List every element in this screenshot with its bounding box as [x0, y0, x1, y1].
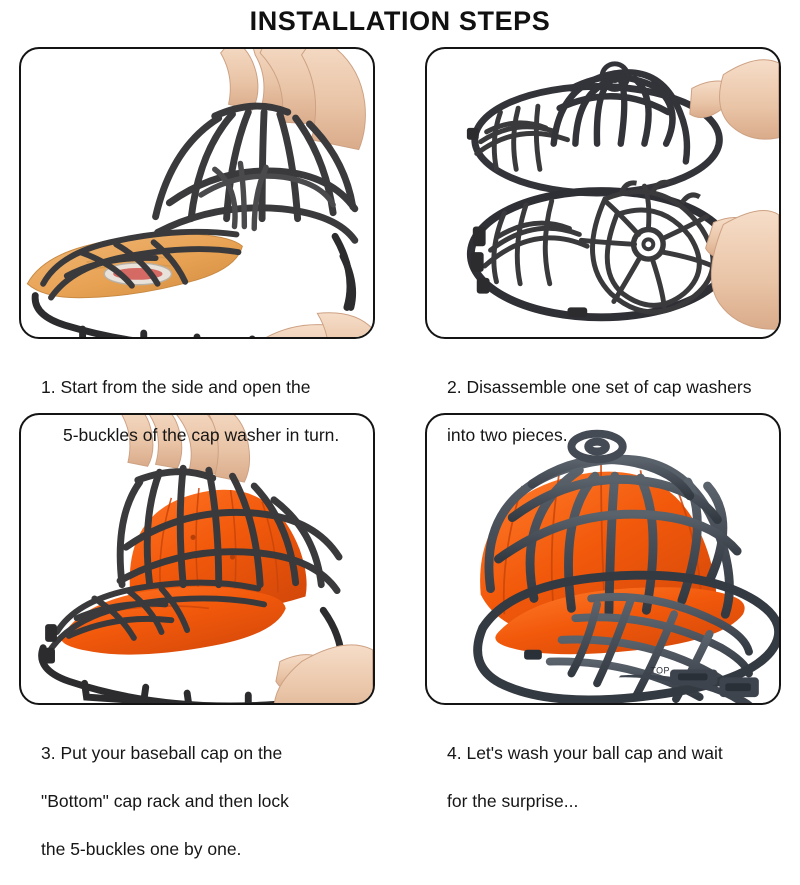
panel-step-1 [19, 47, 375, 339]
cap-washer-bottom-frame: TOP [524, 649, 759, 703]
buckle-slots [470, 226, 490, 294]
illustration-step-4: TOP [473, 429, 779, 703]
hand-lower [266, 312, 373, 337]
cap-washer-brim-rim [473, 570, 779, 703]
buckle-slots [43, 624, 57, 664]
caption-step-1-line-2: 5-buckles of the cap washer in turn. [63, 425, 340, 445]
caption-step-2-line-1: 2. Disassemble one set of cap washers [447, 377, 752, 397]
page-title: INSTALLATION STEPS [249, 6, 551, 36]
hand-top [121, 415, 251, 483]
cage-top-rosette [567, 429, 627, 464]
caption-step-1: 1. Start from the side and open the 5-bu… [41, 351, 386, 471]
caption-step-3-line-1: 3. Put your baseball cap on the [41, 743, 283, 763]
hand-upper-right [689, 59, 779, 140]
panel-step-3 [19, 413, 375, 705]
panel-step-2 [425, 47, 781, 339]
hand-lower-right [273, 644, 373, 703]
cage-piece-top [466, 61, 723, 197]
panel-step-4: TOP [425, 413, 781, 705]
cap-washer-lower-rim [31, 232, 363, 337]
top-embossed-label: TOP [650, 665, 670, 675]
illustration-step-3 [38, 415, 373, 703]
installation-steps-page: INSTALLATION STEPS [19, 6, 792, 859]
buckle-tabs [618, 179, 701, 205]
illustration-step-2 [466, 59, 779, 330]
cage-piece-bottom [466, 179, 736, 322]
hand-lower-right [705, 210, 779, 330]
illustration-step-1 [26, 49, 373, 337]
caption-step-3-line-3: the 5-buckles one by one. [41, 839, 242, 859]
hand-upper [220, 49, 366, 151]
caption-step-4-line-1: 4. Let's wash your ball cap and wait [447, 743, 723, 763]
cap-washer-cage-dome [152, 102, 359, 244]
caption-step-3-line-2: "Bottom" cap rack and then lock [41, 791, 289, 811]
cap-washer-cage-dome [484, 454, 742, 619]
caption-step-4: 4. Let's wash your ball cap and wait for… [447, 717, 792, 837]
cap-washer-brim-frame [40, 228, 242, 301]
cap-washer-brim-web [46, 579, 268, 655]
caption-step-3: 3. Put your baseball cap on the "Bottom"… [41, 717, 386, 885]
caption-step-4-line-2: for the surprise... [447, 791, 579, 811]
cap-washer-cage-dome [116, 464, 343, 595]
cap-washer-inner-dome [198, 160, 336, 232]
caption-step-2-line-2: into two pieces. [447, 425, 568, 445]
caption-step-2: 2. Disassemble one set of cap washers in… [447, 351, 792, 471]
caption-step-1-line-1: 1. Start from the side and open the [41, 377, 311, 397]
